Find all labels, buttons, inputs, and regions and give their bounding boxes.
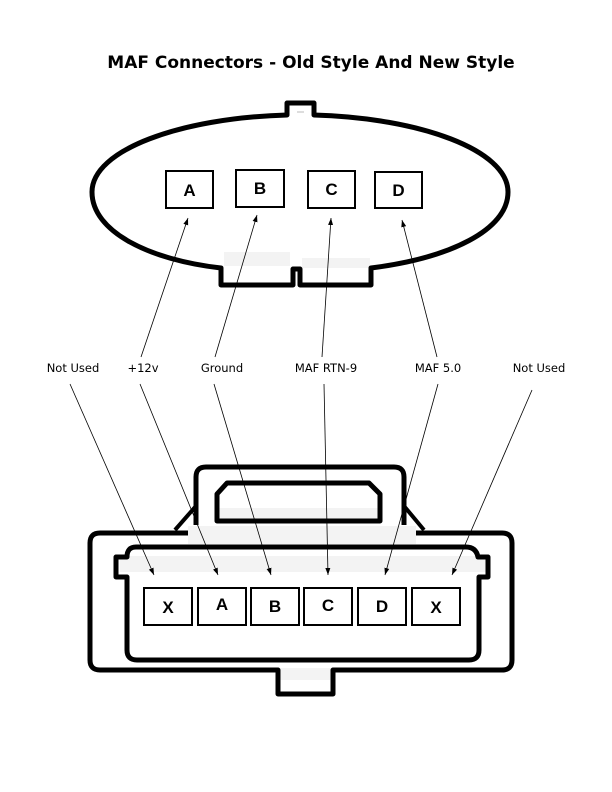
- new-pin-d: D: [357, 587, 407, 626]
- arrow-not-used-to-new-x-left: [69, 383, 155, 576]
- arrow-rtn-to-new-c: [323, 383, 331, 576]
- inner-housing: [113, 544, 491, 663]
- label-12v: +12v: [127, 361, 158, 375]
- arrow-ground-to-new-b: [213, 383, 272, 576]
- old-style-connector: A B C D: [89, 100, 511, 288]
- svg-text:C: C: [322, 596, 334, 615]
- svg-text:X: X: [430, 598, 442, 617]
- svg-text:D: D: [392, 181, 404, 200]
- arrow-not-used-to-new-x-right: [451, 389, 533, 576]
- arrow-12v-to-old-a: [140, 217, 189, 358]
- new-pin-x-left: X: [143, 587, 193, 626]
- label-not-used-left: Not Used: [47, 361, 100, 375]
- shade: [224, 252, 290, 266]
- outer-housing: [87, 530, 515, 697]
- arrow-5v-to-new-d: [384, 383, 439, 576]
- diagram-title: MAF Connectors - Old Style And New Style: [107, 53, 514, 73]
- svg-text:A: A: [183, 181, 195, 200]
- old-pin-b: B: [235, 169, 285, 208]
- arrow-ground-to-old-b: [214, 214, 258, 358]
- shade: [120, 556, 486, 572]
- new-pin-a: A: [197, 587, 247, 626]
- latch-support-right: [402, 504, 426, 532]
- shade: [280, 668, 332, 680]
- label-maf-rtn: MAF RTN-9: [295, 361, 357, 375]
- oval-housing-outline: [89, 100, 511, 288]
- label-maf-5v: MAF 5.0: [415, 361, 461, 375]
- shade: [188, 526, 416, 544]
- arrow-rtn-to-old-c: [321, 217, 334, 358]
- arrow-5v-to-old-d: [401, 219, 438, 358]
- new-pin-x-right: X: [411, 587, 461, 626]
- old-pin-c: C: [307, 170, 356, 209]
- old-pin-d: D: [374, 171, 423, 209]
- svg-text:B: B: [269, 597, 281, 616]
- arrow-12v-to-new-a: [139, 383, 219, 576]
- latch-support-left: [173, 504, 198, 532]
- new-pin-b: B: [250, 587, 300, 626]
- latch-outline: [193, 464, 407, 525]
- label-ground: Ground: [201, 361, 243, 375]
- svg-text:X: X: [162, 598, 174, 617]
- old-pin-a: A: [165, 170, 214, 209]
- signal-labels: Not Used +12v Ground MAF RTN-9 MAF 5.0 N…: [47, 361, 566, 375]
- svg-text:C: C: [325, 180, 337, 199]
- new-pin-c: C: [303, 587, 353, 626]
- latch-slot: [214, 480, 383, 524]
- new-style-connector: X A B C D X: [87, 464, 515, 697]
- shade: [302, 258, 370, 268]
- svg-text:A: A: [216, 595, 228, 614]
- old-connector-arrows: [140, 214, 438, 358]
- label-not-used-right: Not Used: [513, 361, 566, 375]
- svg-text:B: B: [254, 179, 266, 198]
- new-connector-arrows: [69, 383, 533, 576]
- svg-text:D: D: [376, 597, 388, 616]
